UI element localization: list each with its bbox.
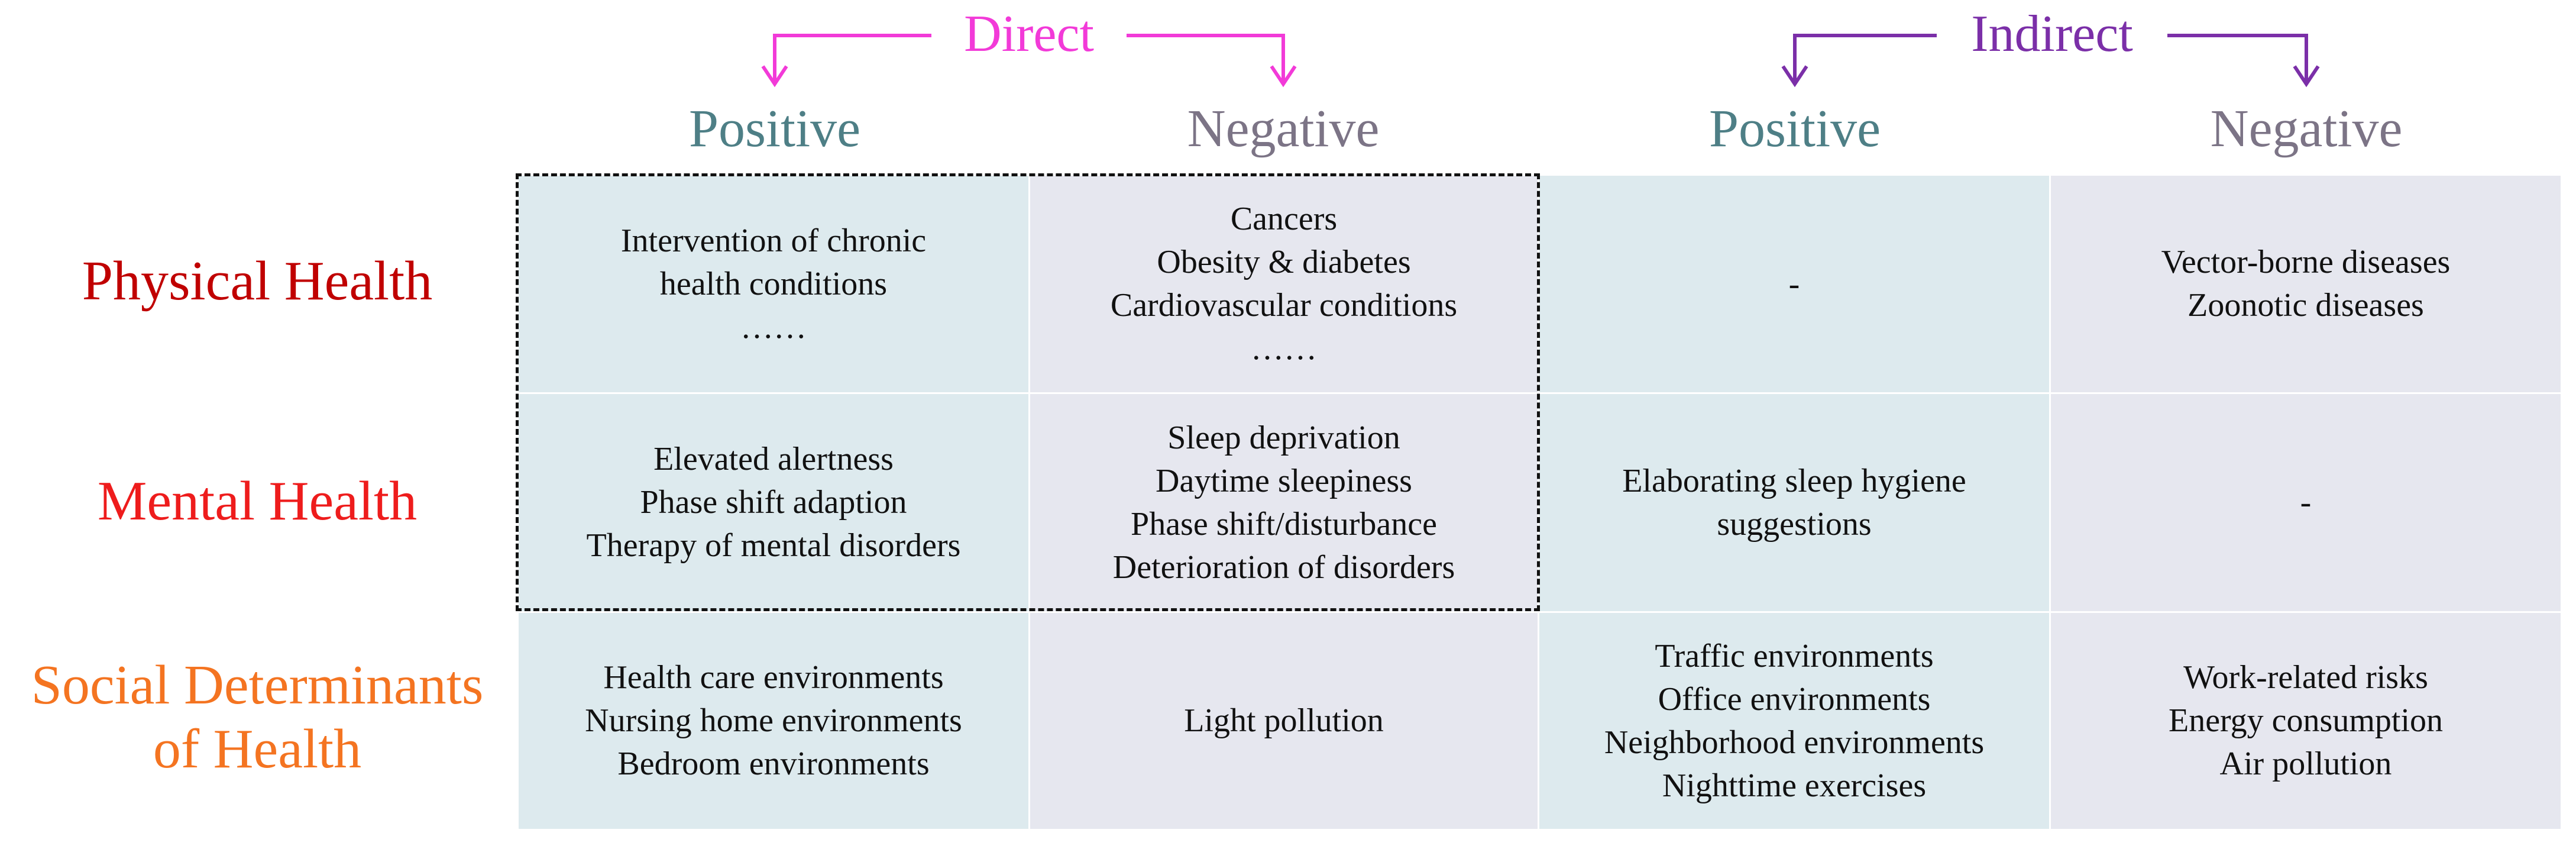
cell-line: Intervention of chronic bbox=[620, 222, 927, 259]
indirect-left-arrowhead bbox=[1781, 65, 1808, 88]
cell-line: Nursing home environments bbox=[585, 702, 962, 739]
row-header-social-determinants: Social Determinants of Health bbox=[0, 653, 514, 781]
cell-line: Energy consumption bbox=[2168, 702, 2444, 739]
cell-line: - bbox=[1788, 265, 1800, 302]
cell-mental-indirect-negative: - bbox=[2051, 394, 2561, 611]
cell-line: Bedroom environments bbox=[617, 745, 930, 782]
cell-line: Phase shift/disturbance bbox=[1131, 505, 1437, 543]
cell-line: …… bbox=[740, 308, 807, 346]
cell-line: Elevated alertness bbox=[653, 441, 894, 477]
cell-line: Zoonotic diseases bbox=[2187, 287, 2424, 324]
cell-line: …… bbox=[1251, 330, 1317, 367]
indirect-left-arrow bbox=[1793, 34, 1937, 83]
direct-right-arrowhead bbox=[1270, 65, 1297, 88]
column-header-direct-negative: Negative bbox=[1187, 99, 1380, 158]
indirect-group-label: Indirect bbox=[1971, 5, 2133, 63]
column-header-direct-positive: Positive bbox=[688, 99, 861, 158]
cell-physical-direct-positive: Intervention of chronic health conditions… bbox=[519, 176, 1028, 392]
direct-bracket bbox=[761, 34, 1297, 88]
cell-line: Vector-borne diseases bbox=[2161, 244, 2451, 280]
cell-social-direct-negative: Light pollution bbox=[1030, 613, 1538, 829]
cell-line: Phase shift adaption bbox=[640, 484, 907, 521]
row-header-mental-health: Mental Health bbox=[97, 470, 418, 532]
cell-line: Traffic environments bbox=[1655, 637, 1934, 674]
cell-line: Therapy of mental disorders bbox=[586, 527, 961, 564]
direct-left-arrowhead bbox=[761, 65, 788, 88]
cell-line: Cardiovascular conditions bbox=[1110, 287, 1458, 324]
cell-mental-indirect-positive: Elaborating sleep hygiene suggestions bbox=[1539, 394, 2049, 611]
indirect-bracket bbox=[1781, 34, 2320, 88]
direct-focus-dashed-box bbox=[516, 173, 1540, 611]
cell-line: Obesity & diabetes bbox=[1157, 244, 1411, 280]
cell-line: Health care environments bbox=[603, 659, 944, 696]
cell-line: - bbox=[2300, 484, 2312, 521]
cell-line: Elaborating sleep hygiene bbox=[1622, 462, 1966, 499]
direct-right-arrow bbox=[1127, 34, 1285, 83]
cell-line: Deterioration of disorders bbox=[1112, 548, 1455, 586]
cell-line: Air pollution bbox=[2219, 745, 2392, 782]
cell-line: suggestions bbox=[1717, 505, 1872, 543]
cell-line: Daytime sleepiness bbox=[1156, 462, 1412, 499]
cell-line: health conditions bbox=[659, 265, 888, 302]
indirect-right-arrow bbox=[2167, 34, 2308, 83]
row-header-social-line-1: Social Determinants bbox=[31, 654, 484, 716]
cell-line: Sleep deprivation bbox=[1167, 419, 1400, 456]
row-header-social-line-2: of Health bbox=[153, 718, 362, 780]
cell-line: Nighttime exercises bbox=[1662, 767, 1927, 804]
cell-line: Neighborhood environments bbox=[1604, 724, 1985, 761]
indirect-right-arrowhead bbox=[2293, 65, 2320, 88]
direct-group-label: Direct bbox=[964, 5, 1094, 63]
cell-physical-indirect-positive: - bbox=[1539, 176, 2049, 392]
cell-line: Work-related risks bbox=[2183, 659, 2428, 696]
direct-left-arrow bbox=[773, 34, 931, 83]
cell-line: Cancers bbox=[1230, 201, 1338, 237]
column-header-indirect-positive: Positive bbox=[1708, 99, 1881, 158]
cell-line: Office environments bbox=[1658, 680, 1931, 718]
cell-line: Light pollution bbox=[1184, 702, 1384, 739]
row-header-physical-health: Physical Health bbox=[82, 250, 433, 312]
column-header-indirect-negative: Negative bbox=[2210, 99, 2403, 158]
